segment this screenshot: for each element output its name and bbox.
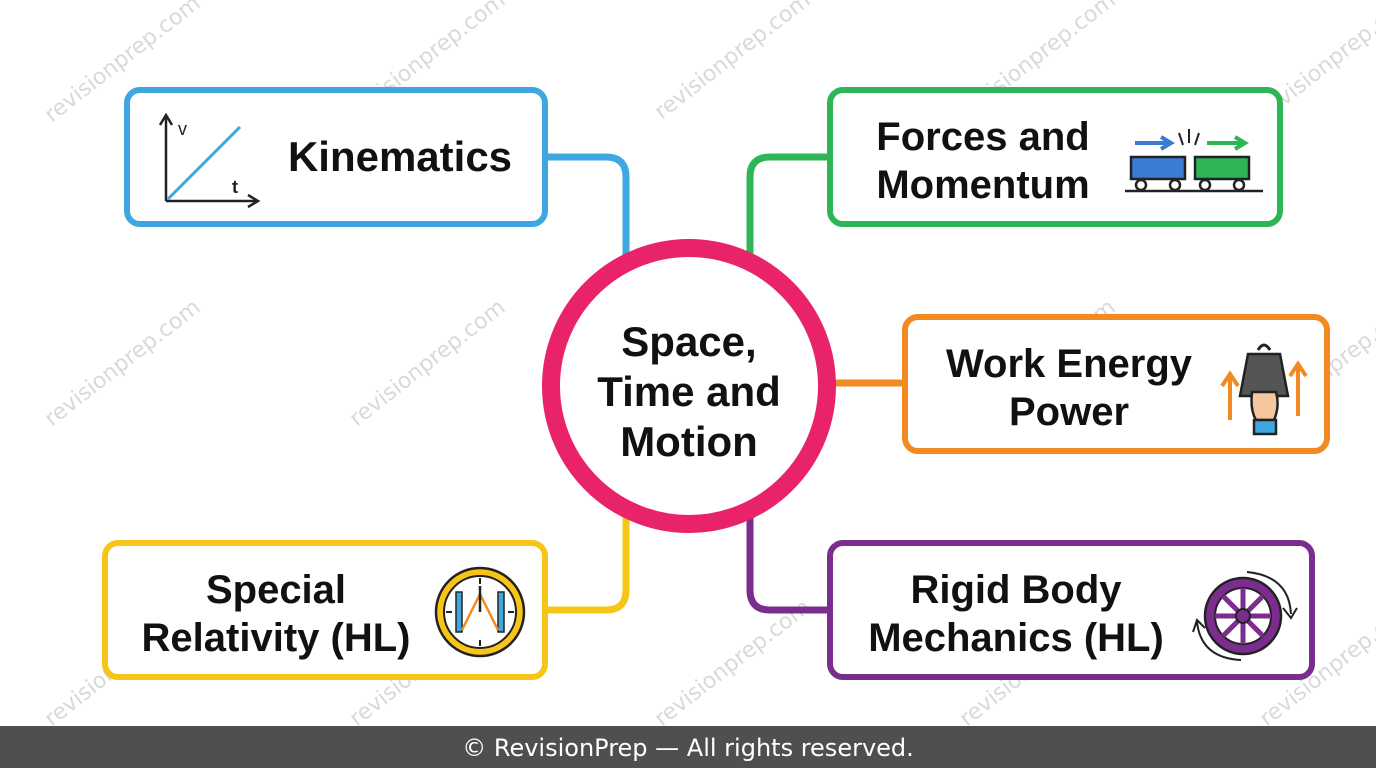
topic-label-work: Work Energy Power (946, 342, 1192, 434)
topic-box-forces[interactable]: Forces and Momentum (827, 87, 1283, 227)
central-topic-circle[interactable]: Space, Time and Motion (542, 239, 836, 533)
hand-lifting-weight-icon (1220, 343, 1308, 436)
connector-relativity (545, 505, 630, 614)
topic-box-rigid[interactable]: Rigid Body Mechanics (HL) (827, 540, 1315, 680)
topic-label-relativity: Special Relativity (HL) (141, 568, 411, 660)
central-topic-title: Space, Time and Motion (597, 318, 781, 465)
topic-label-rigid: Rigid Body Mechanics (HL) (868, 568, 1164, 660)
axis-label-t: t (232, 177, 238, 197)
topic-label-kinematics: Kinematics (287, 133, 513, 180)
topic-box-relativity[interactable]: Special Relativity (HL) (102, 540, 548, 680)
colliding-carts-icon (1125, 129, 1263, 193)
topic-box-kinematics[interactable]: v t Kinematics (124, 87, 548, 227)
connector-rigid (746, 505, 830, 614)
light-clock-icon (434, 566, 526, 658)
topic-box-work[interactable]: Work Energy Power (902, 314, 1330, 454)
connector-forces (746, 153, 830, 262)
connector-kinematics (545, 153, 630, 262)
velocity-time-graph-icon: v t (158, 112, 261, 209)
axis-label-v: v (178, 119, 187, 139)
topic-label-forces: Forces and Momentum (876, 115, 1090, 207)
copyright-footer: © RevisionPrep — All rights reserved. (0, 726, 1376, 768)
rotating-wheel-icon (1192, 571, 1298, 661)
